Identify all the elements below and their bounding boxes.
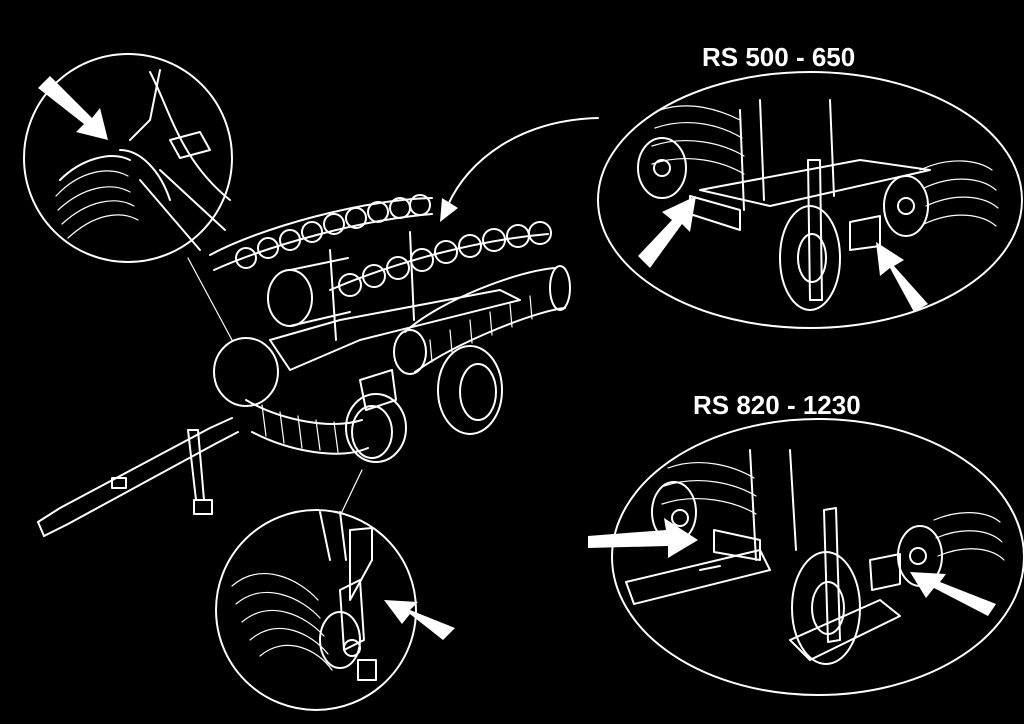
transport-wheel xyxy=(437,345,503,435)
rs820-1230-label: RS 820 - 1230 xyxy=(693,390,861,420)
rake-tines-front xyxy=(338,221,552,297)
connector-arrow-rs500 xyxy=(447,117,599,206)
rake-tines-back xyxy=(235,194,431,269)
detail-bottom-center-circle xyxy=(215,509,455,711)
rs500-650-label: RS 500 - 650 xyxy=(702,42,856,72)
connector-arrowhead xyxy=(440,198,458,222)
arrow-icon xyxy=(638,196,696,268)
machine-callout-ring-right xyxy=(345,393,407,463)
detail-rs500-650-ellipse xyxy=(597,71,1023,329)
right-roller xyxy=(393,265,571,375)
detail-rs820-1230-ellipse xyxy=(588,418,1024,696)
arrow-icon xyxy=(588,518,698,558)
arrow-icon xyxy=(910,572,996,616)
arrow-icon xyxy=(384,600,455,640)
arrow-icon xyxy=(38,76,108,140)
detail-top-left-circle xyxy=(23,53,233,263)
arrow-icon xyxy=(876,242,928,312)
roller-machine xyxy=(37,194,571,537)
callout-connectors xyxy=(187,117,599,521)
front-left-roller xyxy=(245,399,393,459)
machine-callout-ring-left xyxy=(213,337,279,407)
